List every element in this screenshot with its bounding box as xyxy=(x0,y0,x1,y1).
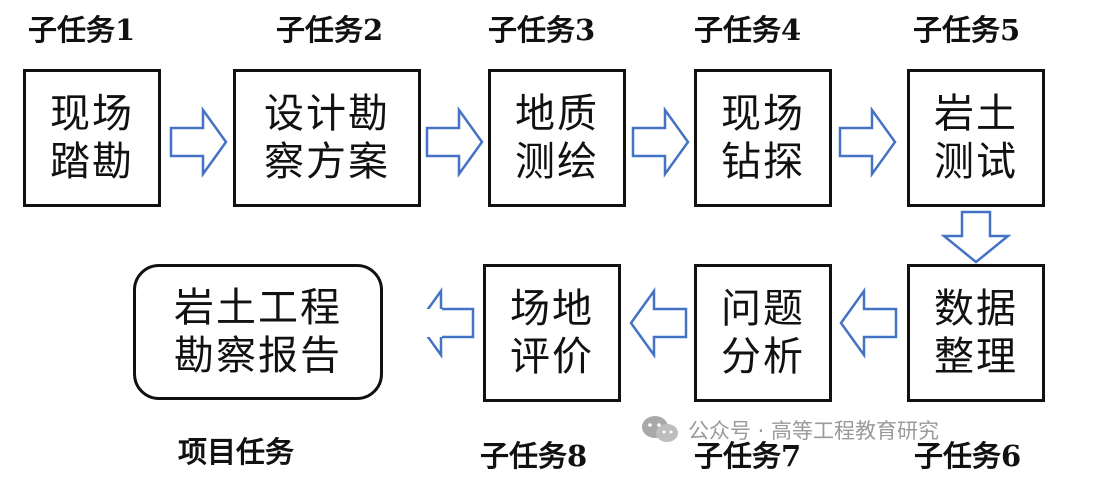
arrow-right-icon xyxy=(425,106,484,178)
arrow-right-icon xyxy=(631,106,690,178)
arrow-left-icon xyxy=(629,287,688,359)
box-line: 地质 xyxy=(515,91,599,137)
box-problem-analysis: 问题 分析 xyxy=(694,264,832,402)
box-line: 场地 xyxy=(510,286,594,332)
arrow-right-icon xyxy=(169,106,228,178)
box-line: 评价 xyxy=(510,334,594,380)
box-geological-mapping: 地质 测绘 xyxy=(488,69,626,207)
arrow-right-icon xyxy=(838,106,897,178)
box-line: 分析 xyxy=(721,334,805,380)
wechat-icon xyxy=(642,416,678,442)
box-line: 岩土 xyxy=(934,91,1018,137)
label-subtask-5: 子任务5 xyxy=(913,13,1021,47)
label-subtask-6: 子任务6 xyxy=(914,439,1022,473)
label-subtask-2: 子任务2 xyxy=(276,13,384,47)
box-line: 现场 xyxy=(50,91,134,137)
box-final-survey-report: 岩土工程 勘察报告 xyxy=(133,264,383,400)
arrow-left-icon xyxy=(394,293,442,353)
box-line: 设计勘 xyxy=(264,91,390,137)
box-site-evaluation: 场地 评价 xyxy=(483,264,621,402)
box-survey-design-plan: 设计勘 察方案 xyxy=(233,69,421,207)
arrow-left-icon xyxy=(839,287,898,359)
box-site-drilling: 现场 钻探 xyxy=(694,69,832,207)
box-line: 问题 xyxy=(721,286,805,332)
box-geotechnical-testing: 岩土 测试 xyxy=(907,69,1045,207)
box-data-processing: 数据 整理 xyxy=(907,264,1045,402)
box-line: 整理 xyxy=(934,334,1018,380)
label-subtask-1: 子任务1 xyxy=(28,13,136,47)
box-line: 数据 xyxy=(934,286,1018,332)
arrow-down-icon xyxy=(940,210,1012,264)
label-project-task: 项目任务 xyxy=(178,435,295,469)
watermark: 公众号 · 高等工程教育研究 xyxy=(640,414,939,446)
label-subtask-7: 子任务7 xyxy=(694,439,802,473)
watermark-text: 公众号 · 高等工程教育研究 xyxy=(688,419,940,443)
box-line: 勘察报告 xyxy=(174,333,342,379)
label-subtask-3: 子任务3 xyxy=(488,13,596,47)
arrow-left-icon xyxy=(416,287,475,359)
box-line: 钻探 xyxy=(721,139,805,185)
box-line: 踏勘 xyxy=(50,139,134,185)
box-line: 现场 xyxy=(721,91,805,137)
label-subtask-4: 子任务4 xyxy=(694,13,802,47)
box-site-reconnaissance: 现场 踏勘 xyxy=(23,69,161,207)
box-line: 察方案 xyxy=(264,139,390,185)
box-line: 测试 xyxy=(934,139,1018,185)
label-subtask-8: 子任务8 xyxy=(480,439,588,473)
box-line: 测绘 xyxy=(515,139,599,185)
box-line: 岩土工程 xyxy=(174,285,342,331)
